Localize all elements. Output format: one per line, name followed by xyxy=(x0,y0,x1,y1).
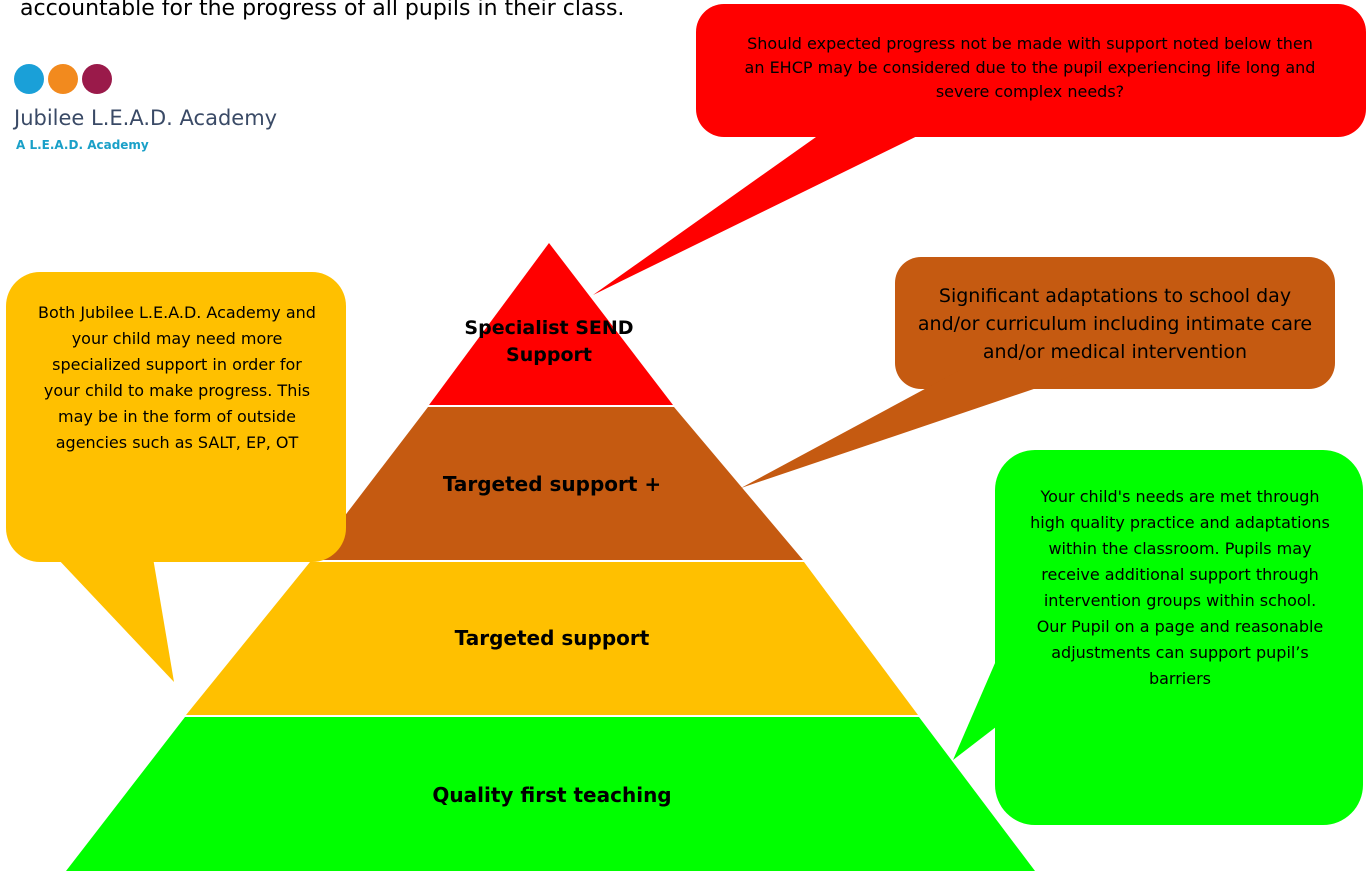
tier-targeted xyxy=(186,562,918,715)
logo-dot-purple xyxy=(82,64,112,94)
tier-targeted-plus xyxy=(311,407,803,560)
callout-adaptations-text: Significant adaptations to school day an… xyxy=(917,285,1313,363)
callout-ehcp-text: Should expected progress not be made wit… xyxy=(744,34,1316,101)
callout-ehcp xyxy=(593,4,1366,295)
school-name: Jubilee L.E.A.D. Academy xyxy=(14,106,278,130)
callout-classroom xyxy=(953,450,1363,825)
callout-specialized xyxy=(6,272,346,682)
callout-specialized-text: Both Jubilee L.E.A.D. Academy and your c… xyxy=(38,303,316,452)
callout-classroom-text: Your child's needs are met through high … xyxy=(1030,487,1330,688)
logo-dot-orange xyxy=(48,64,78,94)
academy-tagline: A L.E.A.D. Academy xyxy=(16,138,149,152)
tier-specialist-send xyxy=(429,243,673,405)
tier-quality-first xyxy=(66,717,1035,871)
callout-adaptations xyxy=(741,257,1335,488)
tier-label-targeted: Targeted support xyxy=(454,626,650,650)
intro-text: accountable for the progress of all pupi… xyxy=(20,0,625,21)
tier-label-specialist: Specialist SEND Support xyxy=(464,317,634,366)
tier-label-quality-first: Quality first teaching xyxy=(432,783,672,807)
logo-dot-blue xyxy=(14,64,44,94)
tier-label-targeted-plus: Targeted support + xyxy=(442,472,662,496)
